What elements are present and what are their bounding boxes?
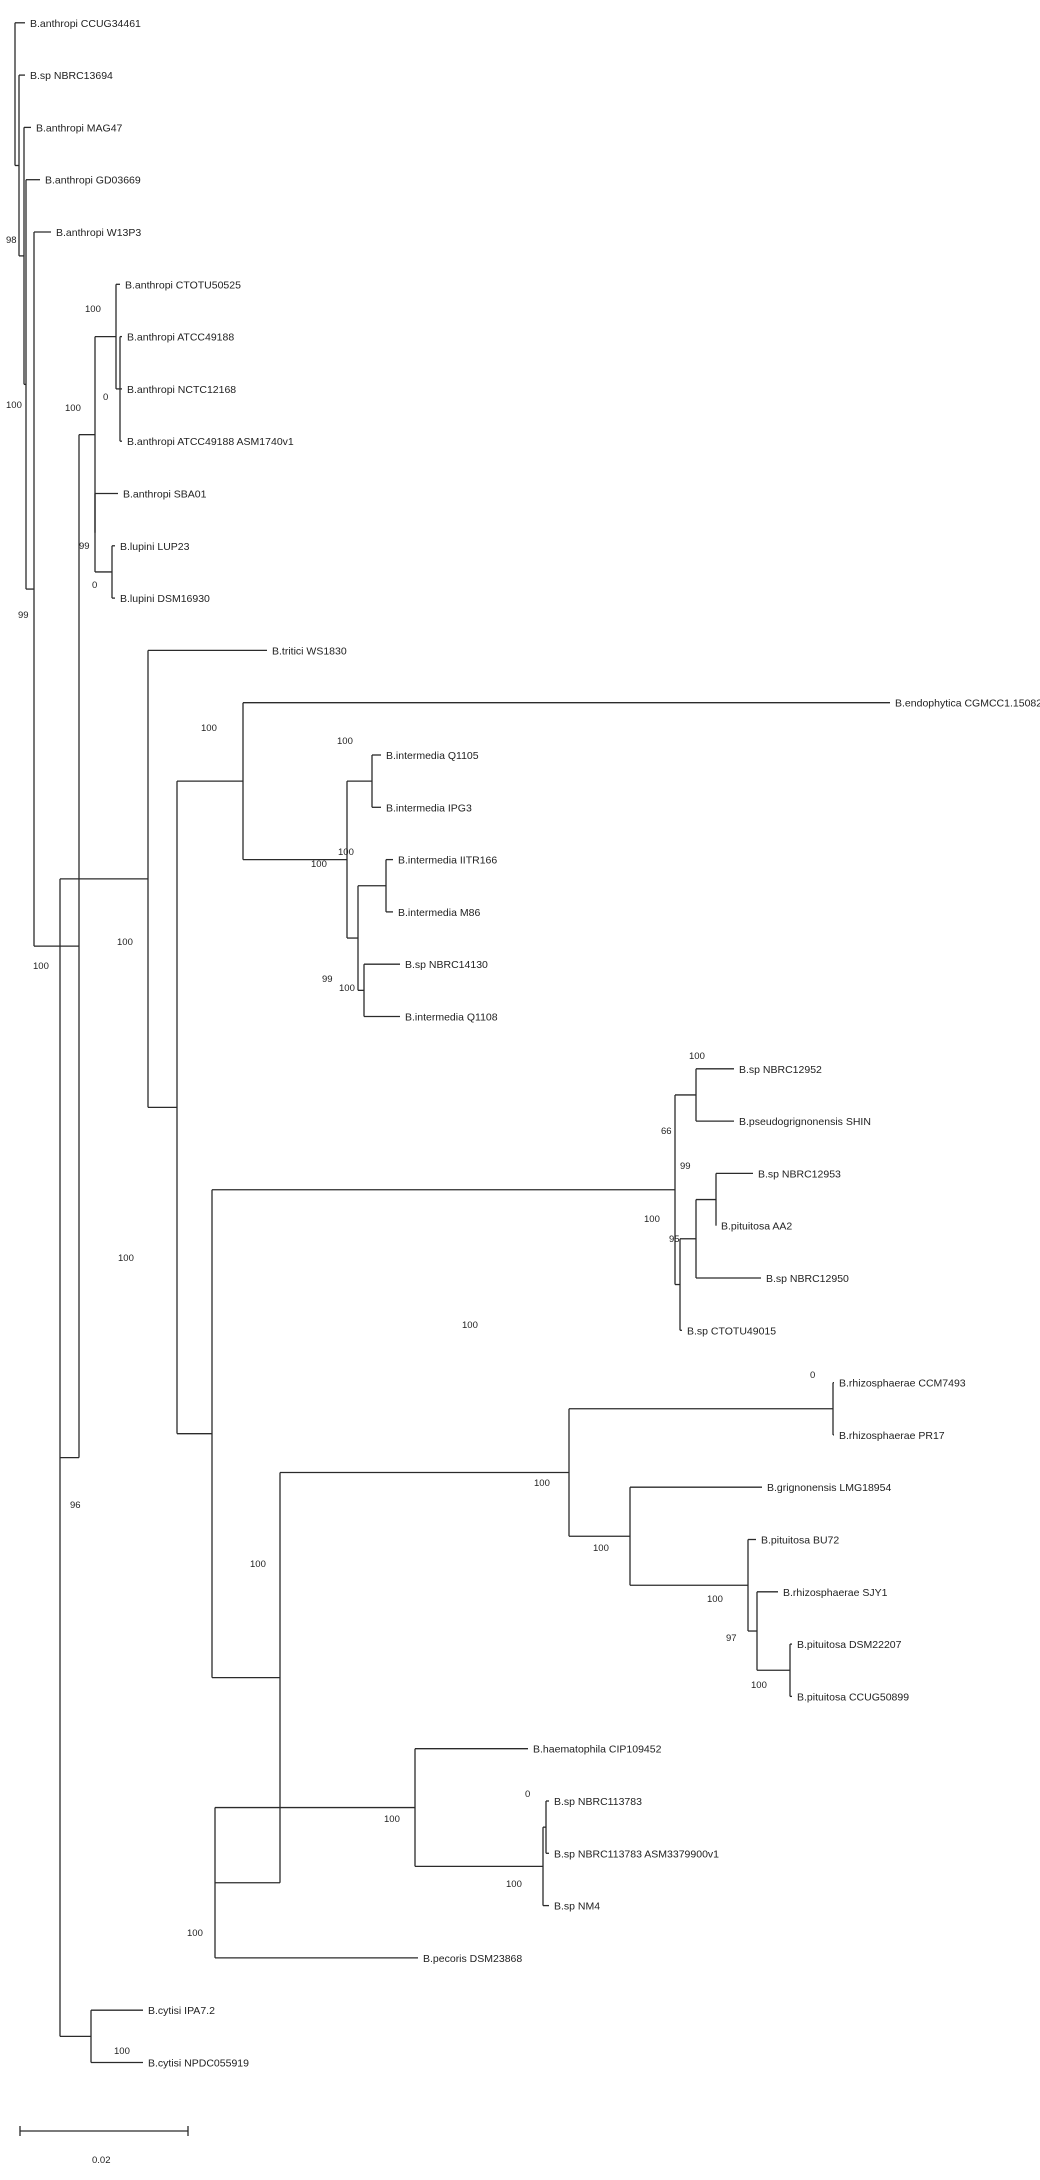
support-value: 100 — [118, 1253, 134, 1264]
support-value: 100 — [65, 403, 81, 414]
leaf-label: B.intermedia IITR166 — [398, 855, 497, 867]
support-value: 100 — [506, 1879, 522, 1890]
support-value: 66 — [661, 1126, 672, 1137]
support-value: 100 — [117, 937, 133, 948]
support-value: 100 — [751, 1680, 767, 1691]
support-value: 100 — [593, 1543, 609, 1554]
support-value: 100 — [114, 2046, 130, 2057]
leaf-label: B.lupini LUP23 — [120, 541, 190, 553]
support-value: 98 — [6, 235, 17, 246]
leaf-label: B.pituitosa DSM22207 — [797, 1639, 902, 1651]
leaf-label: B.anthropi ATCC49188 ASM1740v1 — [127, 436, 294, 448]
support-value: 99 — [322, 974, 333, 985]
leaf-label: B.intermedia IPG3 — [386, 802, 472, 814]
leaf-label: B.rhizosphaerae SJY1 — [783, 1587, 888, 1599]
support-value: 0 — [810, 1370, 815, 1381]
support-value: 100 — [337, 736, 353, 747]
leaf-label: B.cytisi NPDC055919 — [148, 2058, 249, 2070]
leaf-label: B.anthropi NCTC12168 — [127, 384, 236, 396]
leaf-label: B.sp NBRC14130 — [405, 959, 488, 971]
leaf-label: B.anthropi CTOTU50525 — [125, 279, 241, 291]
support-value: 95 — [669, 1234, 680, 1245]
leaf-label: B.anthropi SBA01 — [123, 489, 207, 501]
support-value: 99 — [18, 610, 29, 621]
leaf-label: B.pituitosa AA2 — [721, 1221, 792, 1233]
support-values: 98 100 99 100 0 100 99 0 100 100 100 100 100 100 100 99… — [6, 235, 815, 2057]
leaf-label: B.anthropi CCUG34461 — [30, 18, 141, 30]
tree-branches — [14, 22, 890, 2064]
leaf-label: B.anthropi W13P3 — [56, 227, 141, 239]
leaf-label: B.endophytica CGMCC1.15082 — [895, 698, 1040, 710]
leaf-label: B.sp NBRC13694 — [30, 70, 113, 82]
support-value: 100 — [707, 1594, 723, 1605]
scale-bar: 0.02 — [19, 2126, 189, 2166]
support-value: 100 — [187, 1928, 203, 1939]
leaf-label: B.pituitosa CCUG50899 — [797, 1691, 909, 1703]
support-value: 100 — [85, 304, 101, 315]
support-value: 100 — [644, 1214, 660, 1225]
support-value: 100 — [33, 961, 49, 972]
leaf-label: B.pecoris DSM23868 — [423, 1953, 522, 1965]
leaf-label: B.sp NBRC113783 ASM3379900v1 — [554, 1848, 719, 1860]
leaf-label: B.anthropi GD03669 — [45, 175, 141, 187]
support-value: 100 — [311, 859, 327, 870]
support-value: 99 — [79, 541, 90, 552]
support-value: 100 — [250, 1559, 266, 1570]
leaf-label: B.anthropi ATCC49188 — [127, 332, 234, 344]
support-value: 100 — [689, 1051, 705, 1062]
leaf-label: B.sp NBRC12950 — [766, 1273, 849, 1285]
leaf-label: B.sp NBRC12953 — [758, 1168, 841, 1180]
leaf-label: B.sp CTOTU49015 — [687, 1325, 776, 1337]
leaf-label: B.cytisi IPA7.2 — [148, 2005, 215, 2017]
support-value: 0 — [103, 392, 108, 403]
leaf-label: B.intermedia Q1108 — [405, 1012, 498, 1024]
support-value: 96 — [70, 1500, 81, 1511]
support-value: 100 — [462, 1320, 478, 1331]
support-value: 100 — [534, 1478, 550, 1489]
support-value: 97 — [726, 1633, 737, 1644]
leaf-label: B.pituitosa BU72 — [761, 1535, 839, 1547]
support-value: 0 — [92, 580, 97, 591]
leaf-label: B.lupini DSM16930 — [120, 593, 210, 605]
leaf-label: B.grignonensis LMG18954 — [767, 1482, 891, 1494]
leaf-label: B.pseudogrignonensis SHIN — [739, 1116, 871, 1128]
support-value: 100 — [6, 400, 22, 411]
leaf-label: B.rhizosphaerae CCM7493 — [839, 1378, 966, 1390]
scale-bar-label: 0.02 — [92, 2155, 111, 2166]
support-value: 0 — [525, 1789, 530, 1800]
leaf-label: B.sp NBRC113783 — [554, 1796, 642, 1808]
support-value: 100 — [201, 723, 217, 734]
support-value: 99 — [680, 1161, 691, 1172]
leaf-label: B.tritici WS1830 — [272, 645, 347, 657]
leaf-label: B.intermedia M86 — [398, 907, 480, 919]
support-value: 100 — [339, 983, 355, 994]
leaf-label: B.intermedia Q1105 — [386, 750, 479, 762]
support-value: 100 — [384, 1814, 400, 1825]
leaf-label: B.sp NM4 — [554, 1901, 600, 1913]
support-value: 100 — [338, 847, 354, 858]
leaf-label: B.anthropi MAG47 — [36, 122, 123, 134]
leaf-label: B.sp NBRC12952 — [739, 1064, 822, 1076]
leaf-label: B.rhizosphaerae PR17 — [839, 1430, 945, 1442]
leaf-label: B.haematophila CIP109452 — [533, 1744, 662, 1756]
